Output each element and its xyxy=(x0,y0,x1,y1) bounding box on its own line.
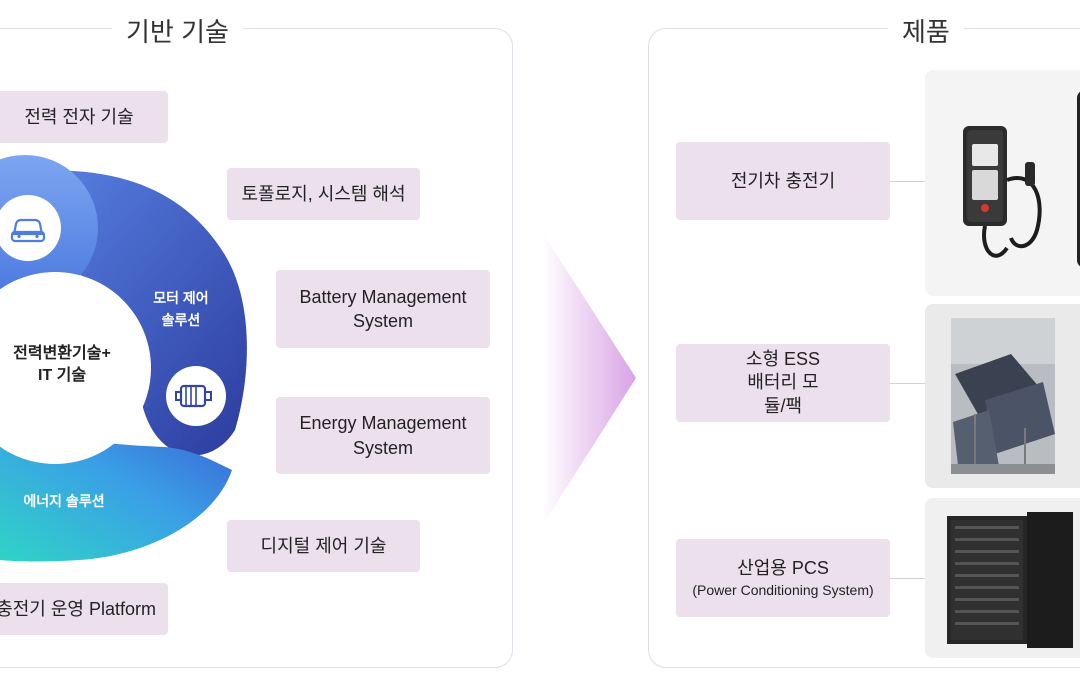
product-ess-battery: 소형 ESS 배터리 모듈/팩 xyxy=(676,344,890,422)
tag-power-electronics: 전력 전자 기술 xyxy=(0,91,168,143)
tag-charger-platform-label: 충전기 운영 Platform xyxy=(0,598,156,619)
base-technology-title: 기반 기술 xyxy=(112,12,243,49)
industrial-pcs-photo xyxy=(925,498,1080,658)
tag-battery-management: Battery Management System xyxy=(276,270,490,348)
tag-charger-platform: 충전기 운영 Platform xyxy=(0,583,168,635)
product-ess-battery-label: 소형 ESS 배터리 모듈/팩 xyxy=(745,348,821,416)
car-icon xyxy=(0,195,61,261)
motor-icon xyxy=(166,366,226,426)
tag-topology-analysis: 토폴로지, 시스템 해석 xyxy=(227,168,420,220)
product-industrial-pcs-label: 산업용 PCS xyxy=(737,558,829,579)
product-industrial-pcs-sub: (Power Conditioning System) xyxy=(692,581,874,598)
energy-solution-label: 에너지 솔루션 xyxy=(23,493,105,509)
solar-ess-photo xyxy=(925,304,1080,488)
product-ev-charger: 전기차 충전기 xyxy=(676,142,890,220)
connector-line xyxy=(890,181,926,182)
technology-cycle-diagram xyxy=(0,155,247,562)
center-circle xyxy=(0,272,151,464)
connector-line xyxy=(890,383,926,384)
center-label: 전력변환기술+ IT 기술 xyxy=(13,345,111,385)
products-title: 제품 xyxy=(888,12,964,49)
connector-line xyxy=(890,578,926,579)
product-industrial-pcs: 산업용 PCS (Power Conditioning System) xyxy=(676,539,890,617)
ev-charger-photo xyxy=(925,70,1080,296)
arrow-right-icon xyxy=(542,232,636,526)
tag-energy-management: Energy Management System xyxy=(276,397,490,474)
product-ev-charger-label: 전기차 충전기 xyxy=(730,170,836,191)
tag-digital-control: 디지털 제어 기술 xyxy=(227,520,420,572)
motor-solution-label: 모터 제어 솔루션 xyxy=(153,290,209,328)
